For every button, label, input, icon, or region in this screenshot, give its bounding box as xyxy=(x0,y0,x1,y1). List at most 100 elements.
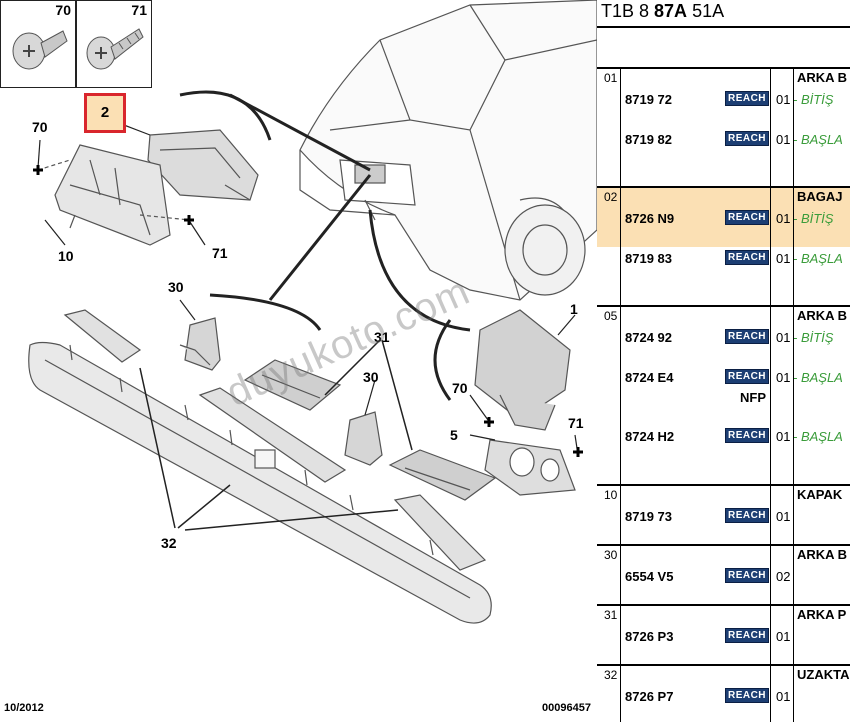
part-description: ARKA B xyxy=(797,547,848,562)
col-rule xyxy=(770,68,771,722)
reference-title: T1B 8 87A 51A xyxy=(601,1,724,22)
part-number[interactable]: 8719 73 xyxy=(625,509,672,524)
reach-badge: REACH xyxy=(725,688,769,703)
ref-suffix: 51A xyxy=(687,1,725,21)
quantity: 01 xyxy=(776,629,791,644)
part-number[interactable]: 8719 82 xyxy=(625,132,672,147)
part-row[interactable]: 05 ARKA B 8724 92 REACH 01 - BİTİŞ 8724 E4 REAC… xyxy=(597,306,850,485)
row-index: 02 xyxy=(604,190,618,204)
part-number[interactable]: 8726 P3 xyxy=(625,629,674,644)
quantity: 01 xyxy=(776,92,791,107)
callout-71[interactable]: 71 xyxy=(212,245,228,261)
thumb-screw-70: 70 xyxy=(0,0,76,88)
part-row[interactable]: 10 KAPAK 8719 73 REACH 01 xyxy=(597,485,850,545)
diagram-date: 10/2012 xyxy=(4,702,44,714)
col-rule xyxy=(620,68,621,722)
exploded-parts-diagram: 70 71 2 70 10 71 30 31 30 32 70 5 71 1 d… xyxy=(0,0,597,714)
part-32-trim-bar xyxy=(28,341,492,624)
screw-70-icon xyxy=(12,30,68,70)
row-rule xyxy=(597,604,850,606)
reach-badge: REACH xyxy=(725,329,769,344)
part-31-bracket xyxy=(243,359,342,411)
part-description: ARKA P xyxy=(797,607,847,622)
row-rule xyxy=(597,544,850,546)
callout-71[interactable]: 71 xyxy=(568,415,584,431)
part-5-latch xyxy=(484,439,576,496)
row-rule xyxy=(597,484,850,486)
part-number[interactable]: 6554 V5 xyxy=(625,569,674,584)
callout-31[interactable]: 31 xyxy=(374,329,390,345)
row-rule xyxy=(597,305,850,307)
callout-10[interactable]: 10 xyxy=(58,248,74,264)
callout-30[interactable]: 30 xyxy=(363,369,379,385)
col-rule xyxy=(793,68,794,722)
callout-32[interactable]: 32 xyxy=(161,535,177,551)
part-description: UZAKTA xyxy=(797,667,850,682)
part-description: ARKA B xyxy=(797,70,848,85)
part-number[interactable]: 8724 E4 xyxy=(625,370,674,385)
quantity: 02 xyxy=(776,569,791,584)
part-number[interactable]: 8719 83 xyxy=(625,251,672,266)
part-number[interactable]: 8719 72 xyxy=(625,92,672,107)
part-1-lock xyxy=(474,309,571,431)
reach-badge: REACH xyxy=(725,508,769,523)
thumb-label: 70 xyxy=(55,2,71,18)
part-2-handle xyxy=(147,129,259,201)
reach-badge: REACH xyxy=(725,131,769,146)
callout-70[interactable]: 70 xyxy=(32,119,48,135)
part-note: - BAŞLA xyxy=(793,429,843,444)
part-note: - BAŞLA xyxy=(793,251,843,266)
quantity: 01 xyxy=(776,509,791,524)
part-note: - BİTİŞ xyxy=(793,330,834,345)
part-note: - BAŞLA xyxy=(793,132,843,147)
reach-badge: REACH xyxy=(725,250,769,265)
quantity: 01 xyxy=(776,370,791,385)
part-row[interactable]: 30 ARKA B 6554 V5 REACH 02 xyxy=(597,545,850,605)
ref-prefix: T1B 8 xyxy=(601,1,655,21)
reach-badge: REACH xyxy=(725,568,769,583)
part-30-clip-mid xyxy=(344,411,383,466)
part-note: - BAŞLA xyxy=(793,370,843,385)
callout-5[interactable]: 5 xyxy=(450,427,458,443)
quantity: 01 xyxy=(776,689,791,704)
quantity: 01 xyxy=(776,251,791,266)
part-number[interactable]: 8726 P7 xyxy=(625,689,674,704)
ref-bold: 87A xyxy=(654,1,688,21)
part-number[interactable]: 8724 H2 xyxy=(625,429,675,444)
reach-badge: REACH xyxy=(725,369,769,384)
callout-30[interactable]: 30 xyxy=(168,279,184,295)
table-top-rule xyxy=(597,67,850,69)
part-note: - BİTİŞ xyxy=(793,92,834,107)
part-row[interactable]: 31 ARKA P 8726 P3 REACH 01 xyxy=(597,605,850,665)
nfp-flag: NFP xyxy=(740,390,766,405)
part-description: ARKA B xyxy=(797,308,848,323)
part-note: - BİTİŞ xyxy=(793,211,834,226)
car-illustration xyxy=(299,0,597,301)
part-31-bracket-lower xyxy=(388,449,497,501)
part-number[interactable]: 8724 92 xyxy=(625,330,672,345)
reach-badge: REACH xyxy=(725,428,769,443)
header-rule xyxy=(597,26,850,28)
callout-2-highlight[interactable]: 2 xyxy=(84,93,126,133)
reach-badge: REACH xyxy=(725,91,769,106)
row-rule xyxy=(597,186,850,188)
part-description: KAPAK xyxy=(797,487,843,502)
screw-markers xyxy=(33,165,583,457)
callout-70[interactable]: 70 xyxy=(452,380,468,396)
callout-1[interactable]: 1 xyxy=(570,301,578,317)
row-index: 30 xyxy=(604,548,618,562)
diagram-artwork xyxy=(28,0,597,624)
callout-label: 2 xyxy=(100,104,110,121)
row-index: 10 xyxy=(604,488,618,502)
reach-badge: REACH xyxy=(725,628,769,643)
row-index: 01 xyxy=(604,71,618,85)
thumb-label: 71 xyxy=(131,2,147,18)
part-number[interactable]: 8726 N9 xyxy=(625,211,675,226)
row-index: 31 xyxy=(604,608,618,622)
part-10-cover xyxy=(54,144,171,246)
row-index: 05 xyxy=(604,309,618,323)
